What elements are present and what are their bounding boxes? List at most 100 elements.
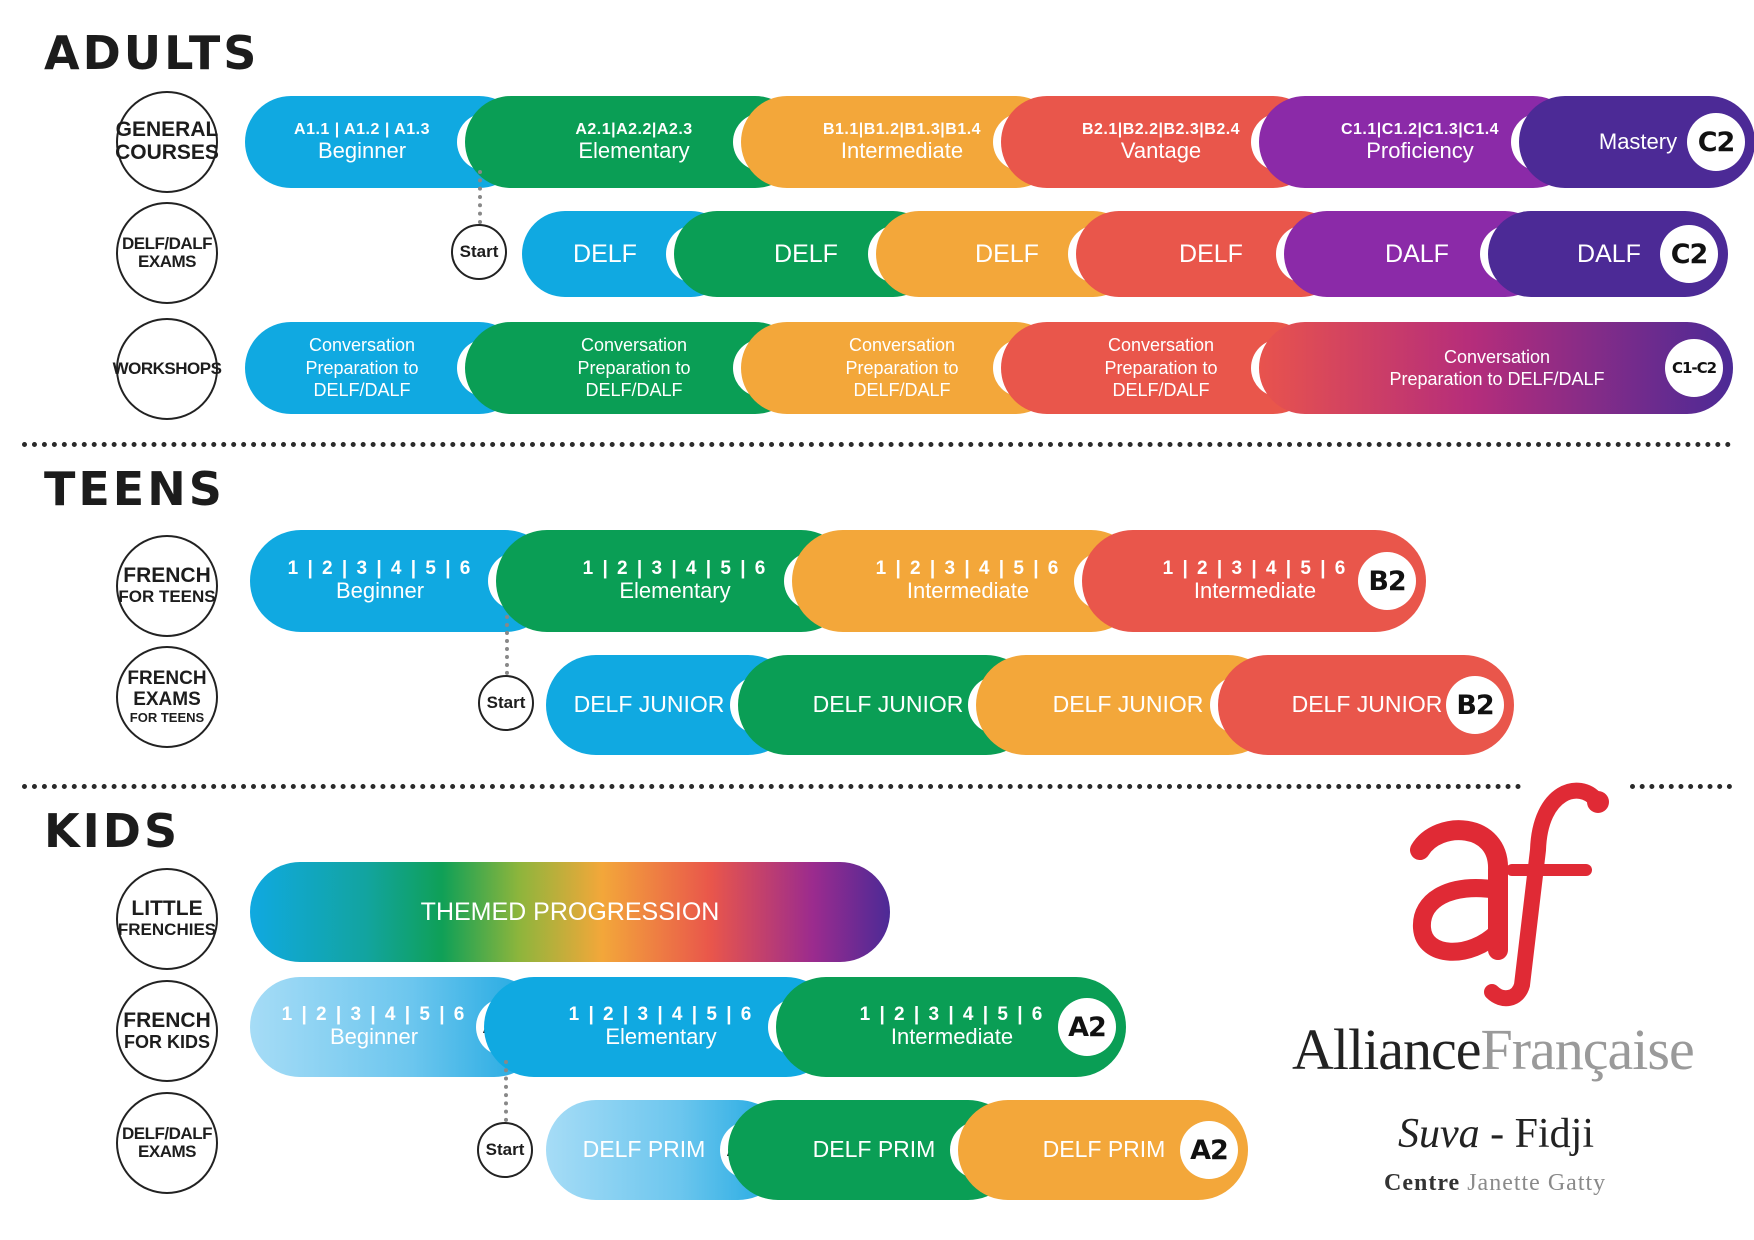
sublevels: B2.1|B2.2|B2.3|B2.4 bbox=[1081, 120, 1241, 138]
row-label-little-frenchies: LITTLE FRENCHIES bbox=[116, 868, 218, 970]
start-connector bbox=[504, 1060, 508, 1122]
workshop-line: Conversation bbox=[1107, 335, 1215, 356]
exam-name: DELF PRIM bbox=[582, 1136, 706, 1163]
row-label-line: GENERAL bbox=[115, 118, 219, 142]
level-name: Elementary bbox=[578, 137, 690, 163]
sublevels: B1.1|B1.2|B1.3|B1.4 bbox=[822, 120, 982, 138]
row-label-line: LITTLE bbox=[131, 897, 203, 921]
row-label-line: DELF/DALF bbox=[122, 233, 212, 253]
row-label-line: FOR KIDS bbox=[123, 1031, 210, 1052]
exam-name: DALF bbox=[1385, 240, 1449, 268]
exam-segment-c2[interactable]: DALF C2 bbox=[1488, 211, 1728, 297]
brand-separator: - bbox=[1479, 1111, 1515, 1157]
brand-centre: Centre Janette Gatty bbox=[1384, 1170, 1606, 1197]
track-kids-exams: DELF PRIM A1.1 DELF PRIM A1 DELF PRIM A2 bbox=[546, 1100, 1248, 1200]
exam-name: DELF JUNIOR bbox=[573, 691, 725, 718]
start-connector bbox=[478, 170, 482, 224]
exam-name: DELF PRIM bbox=[1042, 1136, 1166, 1163]
row-label-line: EXAMS bbox=[138, 252, 196, 271]
row-label-kids-delf-dalf-exams: DELF/DALF EXAMS bbox=[116, 1092, 218, 1194]
start-marker: Start bbox=[451, 224, 507, 280]
row-label-french-for-kids: FRENCH FOR KIDS bbox=[116, 980, 218, 1082]
level-name: Intermediate bbox=[906, 578, 1030, 604]
level-name: Intermediate bbox=[890, 1024, 1014, 1050]
exam-name: DALF bbox=[1577, 240, 1641, 268]
sublevels: 1 | 2 | 3 | 4 | 5 | 6 bbox=[859, 1004, 1045, 1026]
brand-name: AllianceFrançaise bbox=[1292, 1016, 1695, 1083]
exam-name: DELF JUNIOR bbox=[1291, 691, 1443, 718]
row-label-line: FRENCH bbox=[123, 1008, 211, 1032]
level-name: Intermediate bbox=[840, 137, 964, 163]
level-badge: A2 bbox=[1180, 1121, 1238, 1179]
level-badge: C2 bbox=[1687, 113, 1745, 171]
exam-name: DELF bbox=[1179, 240, 1243, 268]
row-label-line: FRENCH bbox=[123, 564, 211, 588]
brand-name-francaise: Française bbox=[1480, 1017, 1694, 1082]
sublevels: A1.1 | A1.2 | A1.3 bbox=[294, 120, 430, 138]
level-name: Mastery bbox=[1598, 128, 1678, 154]
level-segment-c2[interactable]: Mastery C2 bbox=[1519, 96, 1754, 188]
exam-name: DELF PRIM bbox=[812, 1136, 936, 1163]
level-name: Beginner bbox=[335, 578, 425, 604]
track-adults-exams: DELF A1 DELF A2 DELF B1 DELF B2 DALF C1 … bbox=[522, 211, 1728, 297]
workshop-line: Preparation to bbox=[1104, 357, 1218, 378]
sublevels: 1 | 2 | 3 | 4 | 5 | 6 bbox=[287, 558, 473, 580]
row-label-delf-dalf-exams: DELF/DALF EXAMS bbox=[116, 202, 218, 304]
row-label-line: WORKSHOPS bbox=[112, 358, 222, 378]
exam-name: DELF JUNIOR bbox=[1052, 691, 1204, 718]
row-label-line: EXAMS bbox=[138, 1142, 196, 1161]
row-label-line: FOR TEENS bbox=[118, 587, 216, 607]
row-label-line: COURSES bbox=[115, 141, 219, 164]
level-badge: B2 bbox=[1358, 552, 1416, 610]
level-name: Elementary bbox=[605, 1024, 717, 1050]
section-divider bbox=[22, 784, 1522, 789]
workshop-line: Conversation bbox=[1443, 346, 1551, 367]
start-connector bbox=[505, 615, 509, 675]
exam-name: DELF bbox=[573, 240, 637, 268]
row-label-line: FOR TEENS bbox=[129, 709, 205, 725]
start-marker: Start bbox=[477, 1122, 533, 1178]
level-badge: C1-C2 bbox=[1665, 339, 1723, 397]
row-label-line: FRENCHIES bbox=[117, 920, 217, 940]
exam-segment-a2[interactable]: DELF PRIM A2 bbox=[958, 1100, 1248, 1200]
brand-city: Suva bbox=[1398, 1111, 1480, 1157]
sublevels: 1 | 2 | 3 | 4 | 5 | 6 bbox=[582, 558, 768, 580]
workshop-line: DELF/DALF bbox=[585, 380, 683, 401]
section-divider bbox=[22, 442, 1732, 447]
brand-centre-name: Janette Gatty bbox=[1467, 1170, 1607, 1196]
exam-name: DELF bbox=[975, 240, 1039, 268]
themed-progression-bar[interactable]: THEMED PROGRESSION bbox=[250, 862, 890, 962]
workshop-line: Preparation to bbox=[305, 357, 419, 378]
row-label-line: EXAMS bbox=[133, 688, 201, 710]
themed-progression-label: THEMED PROGRESSION bbox=[420, 897, 720, 926]
exam-segment-b2[interactable]: DELF JUNIOR B2 bbox=[1218, 655, 1514, 755]
workshop-line: DELF/DALF bbox=[313, 380, 411, 401]
row-label-french-for-teens: FRENCH FOR TEENS bbox=[116, 535, 218, 637]
row-label-line: DELF/DALF bbox=[122, 1123, 212, 1143]
sublevels: 1 | 2 | 3 | 4 | 5 | 6 bbox=[568, 1004, 754, 1026]
level-name: Beginner bbox=[329, 1024, 419, 1050]
sublevels: A2.1|A2.2|A2.3 bbox=[575, 120, 693, 138]
brand-location: Suva - Fidji bbox=[1398, 1110, 1594, 1158]
section-title-adults: ADULTS bbox=[44, 26, 260, 80]
section-title-kids: KIDS bbox=[44, 804, 181, 858]
exam-name: DELF JUNIOR bbox=[812, 691, 964, 718]
row-label-general-courses: GENERAL COURSES bbox=[115, 91, 219, 193]
brand-name-alliance: Alliance bbox=[1292, 1017, 1481, 1082]
level-badge: C2 bbox=[1660, 225, 1718, 283]
level-name: Beginner bbox=[317, 137, 407, 163]
level-badge: A2 bbox=[1058, 998, 1116, 1056]
workshop-line: Conversation bbox=[580, 335, 688, 356]
row-label-french-exams-for-teens: FRENCH EXAMS FOR TEENS bbox=[116, 646, 218, 748]
workshop-line: DELF/DALF bbox=[853, 380, 951, 401]
level-name: Proficiency bbox=[1366, 137, 1474, 163]
row-label-line: FRENCH bbox=[127, 668, 207, 690]
sublevels: 1 | 2 | 3 | 4 | 5 | 6 bbox=[875, 558, 1061, 580]
